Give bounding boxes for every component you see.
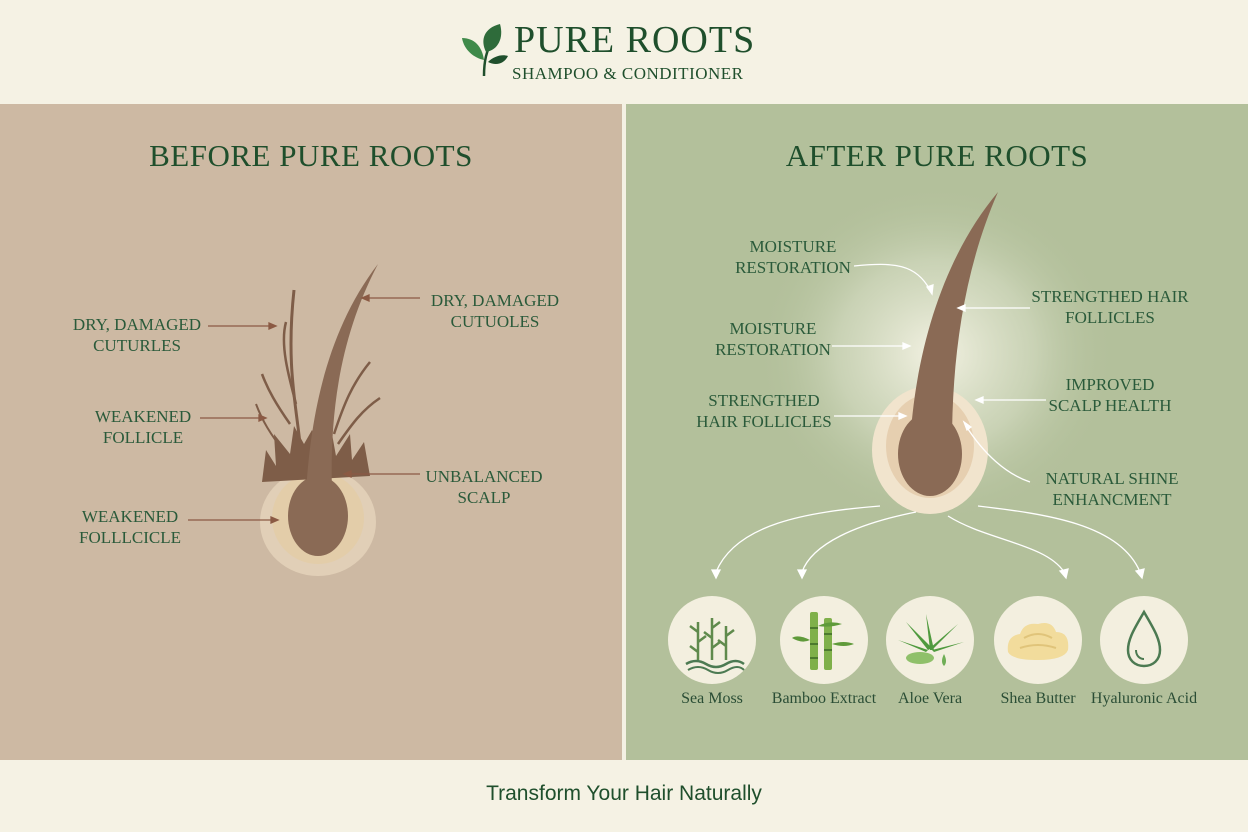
hair-shaft (910, 192, 998, 444)
ingredient-hyaluronic-acid: Hyaluronic Acid (1084, 596, 1204, 708)
aloe-vera-icon (898, 614, 964, 666)
after-label-moisture-lower: MOISTURE RESTORATION (715, 319, 831, 359)
ingredient-shea-butter: Shea Butter (978, 596, 1098, 708)
before-pointers (188, 294, 420, 524)
before-title: BEFORE PURE ROOTS (149, 138, 473, 173)
footer: Transform Your Hair Naturally (0, 760, 1248, 832)
frayed-strand (336, 396, 381, 445)
ingredient-label: Hyaluronic Acid (1090, 690, 1198, 707)
after-label-natural-shine: NATURAL SHINE ENHANCMENT (1045, 469, 1179, 509)
after-title: AFTER PURE ROOTS (785, 138, 1089, 173)
droplet-icon (1126, 609, 1162, 668)
before-label-dry-cuticles-right: DRY, DAMAGED CUTUOLES (430, 291, 560, 331)
header: PURE ROOTS SHAMPOO & CONDITIONER (0, 0, 1248, 104)
bamboo-icon (792, 612, 854, 670)
after-pointers (710, 263, 1145, 580)
ingredient-bamboo: Bamboo Extract (764, 596, 884, 708)
shea-butter-icon (1007, 623, 1069, 660)
frayed-strand (282, 321, 298, 405)
before-label-unbalanced-scalp: UNBALANCED SCALP (425, 467, 543, 507)
frayed-strand (332, 361, 371, 435)
damaged-hair-diagram (188, 264, 420, 576)
follicle-bulb (288, 476, 348, 556)
before-label-weakened-follicle-lower: WEAKENED FOLLLCICLE (79, 507, 181, 547)
footer-slogan: Transform Your Hair Naturally (486, 782, 762, 805)
before-label-weakened-follicle-upper: WEAKENED FOLLICLE (94, 407, 192, 447)
after-label-strengthed-follicles-right: STRENGTHED HAIR FOLLICLES (1031, 287, 1189, 327)
ingredient-label: Sea Moss (681, 690, 743, 707)
ingredient-sea-moss: Sea Moss (652, 596, 772, 708)
frayed-strand (255, 403, 287, 455)
brand-tagline: SHAMPOO & CONDITIONER (512, 64, 744, 83)
ingredient-label: Bamboo Extract (771, 690, 877, 707)
panel-divider (622, 104, 626, 760)
hair-shaft (306, 264, 378, 494)
after-label-strengthed-follicles-left: STRENGTHED HAIR FOLLICLES (696, 391, 832, 431)
frayed-strand (289, 289, 302, 445)
ingredient-label: Shea Butter (1000, 690, 1076, 707)
ingredient-aloe-vera: Aloe Vera (870, 596, 990, 708)
healthy-hair-diagram (710, 184, 1145, 580)
after-label-moisture-upper: MOISTURE RESTORATION (735, 237, 851, 277)
leaf-icon (462, 24, 508, 77)
sea-moss-icon (685, 618, 745, 674)
brand-name: PURE ROOTS (514, 19, 756, 61)
after-panel: AFTER PURE ROOTS (626, 104, 1248, 760)
frayed-strand (260, 373, 292, 425)
before-label-dry-cuticles-left: DRY, DAMAGED CUTURLES (72, 315, 202, 355)
before-panel: BEFORE PURE ROOTS DRY, DAMAGED CUTURLES … (0, 104, 622, 760)
ingredient-label: Aloe Vera (897, 690, 963, 707)
after-label-scalp-health: IMPROVED SCALP HEALTH (1048, 375, 1172, 415)
